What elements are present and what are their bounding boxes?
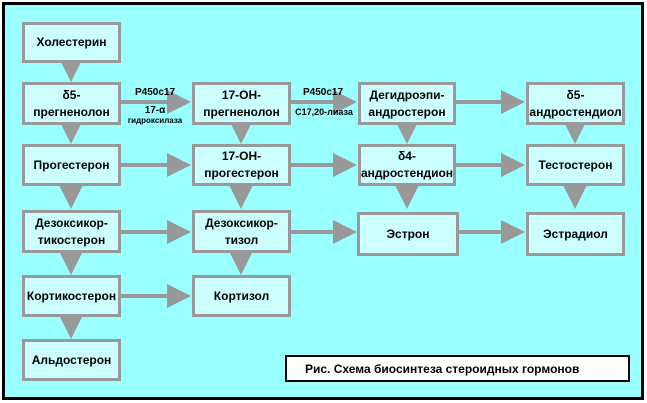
node-label: Дегидроэпи- андростерон	[368, 87, 446, 119]
node-aldosterone: Альдостерон	[22, 339, 121, 381]
node-d5-pregnenolone: δ5- прегненолон	[22, 82, 121, 125]
node-label: δ5- андростендиол	[529, 87, 622, 119]
node-label: δ4- андростендион	[360, 149, 454, 180]
node-corticosterone: Кортикостерон	[22, 275, 121, 317]
enzyme2-label-bottom: C17,20-лиаза	[295, 107, 353, 117]
node-label: Холестерин	[36, 35, 107, 49]
node-progesterone: Прогестерон	[22, 144, 121, 186]
node-label: Дезоксикор- тикостерон	[35, 215, 108, 247]
node-dhea: Дегидроэпи- андростерон	[358, 82, 456, 125]
node-17oh-pregnenolone: 17-OH- прегненолон	[192, 82, 291, 125]
node-estradiol: Эстрадиол	[526, 212, 625, 256]
node-label: Эстрадиол	[543, 226, 608, 241]
node-label: Кортизол	[213, 288, 270, 303]
caption-text: Рис. Схема биосинтеза стероидных гормоно…	[305, 361, 580, 376]
node-d4-androstenedione: δ4- андростендион	[358, 144, 456, 186]
node-estrone: Эстрон	[357, 212, 459, 256]
node-label: 17-OH- прегненолон	[203, 87, 280, 119]
node-label: Кортикостерон	[26, 288, 117, 303]
enzyme1-label-top: P450c17	[134, 87, 176, 98]
enzyme2-label-top: P450c17	[302, 87, 344, 98]
node-label: Тестостерон	[538, 157, 613, 172]
node-label: Эстрон	[386, 226, 430, 241]
node-17oh-progesterone: 17-OH- прогестерон	[192, 144, 291, 186]
enzyme1-label-bottom-line1: 17-α	[144, 105, 166, 116]
node-label: δ5- прегненолон	[33, 87, 110, 119]
node-cortisol: Кортизол	[192, 275, 291, 317]
node-label: Альдостерон	[31, 352, 112, 367]
node-deoxycortisol: Дезоксикор- тизол	[192, 210, 291, 253]
diagram-frame	[2, 2, 644, 400]
node-cholesterol: Холестерин	[22, 22, 121, 63]
enzyme1-label-bottom-line2: гидроксилаза	[127, 116, 183, 125]
node-label: 17-OH- прогестерон	[204, 149, 279, 180]
figure-caption: Рис. Схема биосинтеза стероидных гормоно…	[285, 355, 630, 382]
node-d5-androstenediol: δ5- андростендиол	[526, 82, 625, 125]
node-label: Дезоксикор- тизол	[205, 215, 278, 247]
node-testosterone: Тестостерон	[526, 144, 625, 186]
node-label: Прогестерон	[33, 157, 110, 172]
node-deoxycorticosterone: Дезоксикор- тикостерон	[22, 210, 121, 253]
